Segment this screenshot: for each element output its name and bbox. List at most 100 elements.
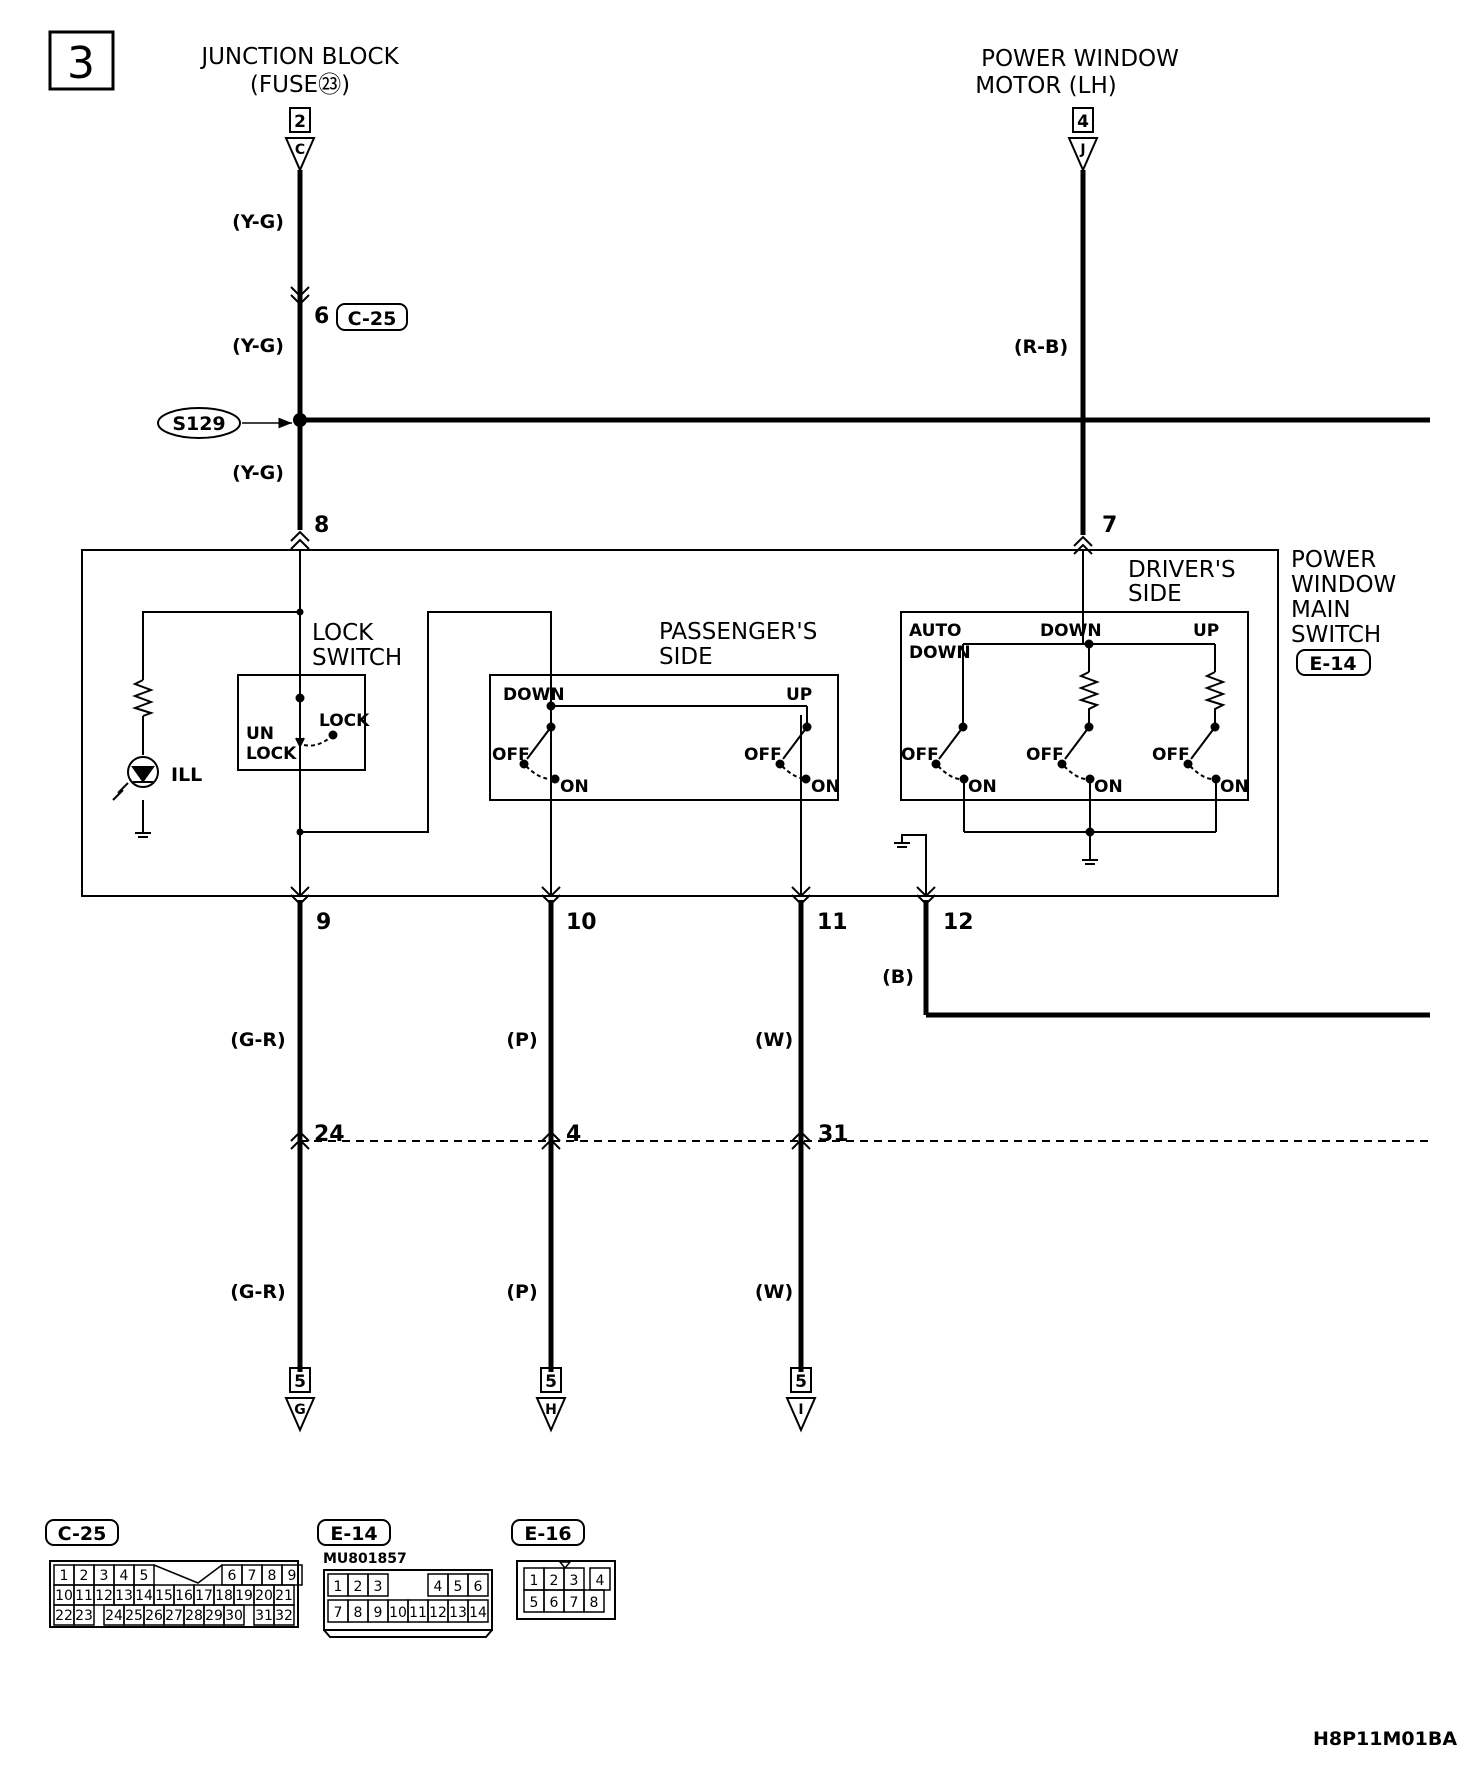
e14-pin: 8 — [354, 1605, 363, 1621]
wire-color-rb: (R-B) — [1014, 336, 1068, 358]
passenger-switch-contacts — [519, 701, 812, 784]
e14-pin: 12 — [429, 1605, 447, 1621]
wire-color-p-1: (P) — [506, 1029, 537, 1051]
switch-unit-name-4: SWITCH — [1291, 622, 1381, 648]
e16-pin: 3 — [570, 1573, 579, 1589]
led-icon — [112, 756, 159, 801]
bottom-terminal-i-letter: I — [798, 1402, 803, 1418]
c25-pin: 18 — [215, 1588, 233, 1604]
junction-terminal: 2 C — [284, 107, 316, 173]
switch-unit-name-1: POWER — [1291, 547, 1376, 573]
drawing-id: H8P11M01BA — [1313, 1728, 1457, 1750]
bottom-terminal-h-number: 5 — [545, 1372, 557, 1392]
c25-pin: 22 — [55, 1608, 73, 1624]
passenger-up-off: OFF — [744, 745, 782, 765]
page-number: 3 — [67, 38, 95, 89]
driver-up-off: OFF — [1152, 745, 1190, 765]
passenger-down-off: OFF — [492, 745, 530, 765]
c25-pin: 30 — [225, 1608, 243, 1624]
c25-pin: 6 — [228, 1568, 237, 1584]
wire-color-w-1: (W) — [755, 1029, 793, 1051]
e16-pin: 2 — [550, 1573, 559, 1589]
c25-pin: 23 — [75, 1608, 93, 1624]
c25-pin: 28 — [185, 1608, 203, 1624]
e14-pin: 3 — [374, 1579, 383, 1595]
c25-pin: 13 — [115, 1588, 133, 1604]
passenger-down-label: DOWN — [503, 685, 565, 705]
driver-ground-icon — [1082, 859, 1098, 865]
switch-unit-connector: E-14 — [1309, 653, 1356, 675]
e14-pin: 14 — [469, 1605, 487, 1621]
driver-auto-label-1: AUTO — [909, 621, 962, 641]
wire-color-b: (B) — [882, 966, 914, 988]
unlock-label-2: LOCK — [246, 744, 297, 764]
bottom-terminal-h: 5 H — [535, 1367, 567, 1433]
connector-view-c25-label: C-25 — [58, 1523, 107, 1545]
pin-10: 10 — [566, 910, 597, 935]
pin-31: 31 — [818, 1122, 849, 1147]
pin-4: 4 — [566, 1122, 581, 1147]
lock-switch-contacts — [295, 693, 338, 749]
unlock-label-1: UN — [246, 724, 274, 744]
e14-pin: 2 — [354, 1579, 363, 1595]
c25-cell — [73, 1604, 95, 1626]
c25-pin: 7 — [248, 1568, 257, 1584]
wires-thick — [297, 170, 1430, 1372]
c25-pin: 31 — [255, 1608, 273, 1624]
e14-cell — [367, 1573, 389, 1597]
driver-switch-contacts — [931, 639, 1226, 860]
e14-pin: 5 — [454, 1579, 463, 1595]
pin-9: 9 — [316, 910, 331, 935]
c25-pin: 12 — [95, 1588, 113, 1604]
e14-cell — [467, 1573, 489, 1597]
passenger-switch-box — [489, 674, 839, 801]
c25-pin: 32 — [275, 1608, 293, 1624]
wire-color-yg-3: (Y-G) — [232, 462, 284, 484]
c25-pin: 9 — [288, 1568, 297, 1584]
connector-view-e14-label: E-14 — [330, 1523, 377, 1545]
wire-color-yg-2: (Y-G) — [232, 335, 284, 357]
driver-down-label: DOWN — [1040, 621, 1102, 641]
bottom-terminal-h-letter: H — [545, 1402, 557, 1418]
driver-auto-label-2: DOWN — [909, 643, 971, 663]
wire-color-p-2: (P) — [506, 1281, 537, 1303]
c25-pin: 25 — [125, 1608, 143, 1624]
c25-pin: 24 — [105, 1608, 123, 1624]
e14-cell — [467, 1599, 489, 1623]
e14-pin: 11 — [409, 1605, 427, 1621]
pin-6: 6 — [314, 304, 329, 329]
passenger-title-1: PASSENGER'S — [659, 619, 817, 645]
wire-color-gr-2: (G-R) — [230, 1281, 285, 1303]
e14-pin: 6 — [474, 1579, 483, 1595]
driver-down-off: OFF — [1026, 745, 1064, 765]
driver-auto-off: OFF — [901, 745, 939, 765]
wire-color-w-2: (W) — [755, 1281, 793, 1303]
c25-pin: 26 — [145, 1608, 163, 1624]
driver-up-label: UP — [1193, 621, 1219, 641]
bottom-terminal-g-letter: G — [294, 1402, 306, 1418]
passenger-title-2: SIDE — [659, 644, 713, 670]
lock-switch-box — [237, 674, 366, 771]
e14-pin: 1 — [334, 1579, 343, 1595]
connector-chevrons — [290, 286, 1093, 1150]
page-number-box: 3 — [48, 30, 115, 91]
ill-label: ILL — [171, 764, 202, 786]
passenger-up-on: ON — [811, 777, 840, 797]
passenger-down-on: ON — [560, 777, 589, 797]
switch-unit-name-3: MAIN — [1291, 597, 1351, 623]
c25-pin: 16 — [175, 1588, 193, 1604]
connector-view-e14-part: MU801857 — [323, 1551, 407, 1567]
c25-pin: 20 — [255, 1588, 273, 1604]
bottom-terminal-i-number: 5 — [795, 1372, 807, 1392]
pin-8: 8 — [314, 513, 329, 538]
e14-pin: 7 — [334, 1605, 343, 1621]
e16-pin: 4 — [596, 1573, 605, 1589]
lock-label: LOCK — [319, 711, 370, 731]
splice-label: S129 — [172, 413, 225, 435]
c25-pin: 19 — [235, 1588, 253, 1604]
e16-pin: 1 — [530, 1573, 539, 1589]
driver-down-on: ON — [1094, 777, 1123, 797]
e14-pin: 4 — [434, 1579, 443, 1595]
